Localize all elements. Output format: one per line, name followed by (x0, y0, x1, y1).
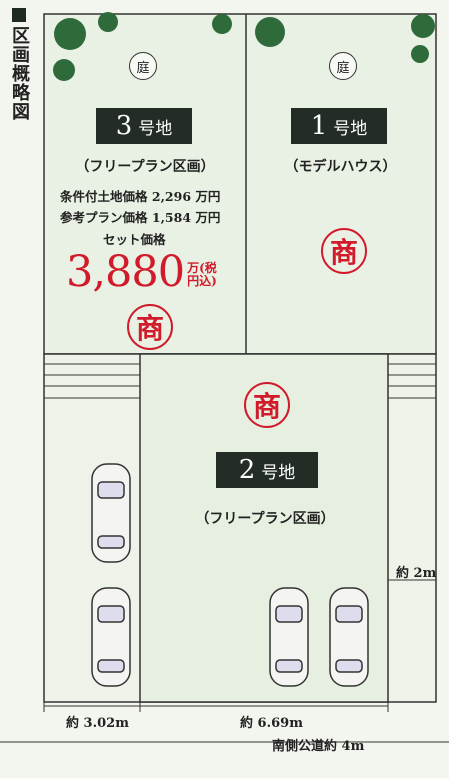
entry-steps-left (43, 353, 141, 399)
car-icon (91, 587, 131, 687)
lot-3-label: 3 号地 (96, 108, 192, 144)
stamp-icon: 商 (244, 382, 290, 428)
upper-lots-boundary (43, 13, 437, 355)
tree-icon (98, 12, 118, 32)
set-price: 3,880 万(税 円込) (66, 247, 217, 297)
tree-icon (53, 59, 75, 81)
set-price-label: セット価格 (103, 232, 166, 247)
lot-1-label: 1 号地 (291, 108, 387, 144)
garden-marker-lot1: 庭 (329, 52, 357, 80)
dimension-lines (43, 579, 436, 712)
tree-icon (54, 18, 86, 50)
tree-icon (212, 14, 232, 34)
title-square-icon (12, 8, 26, 22)
plan-price-line: 参考プラン価格 1,584 万円 (60, 210, 221, 225)
dimension-left-width: 約 3.02m (66, 716, 129, 731)
page-title: 区画概略図 (6, 8, 32, 121)
entry-steps-right (387, 353, 437, 399)
tree-icons (53, 12, 435, 81)
lot-2-label: 2 号地 (216, 452, 318, 488)
lot-2-subtitle: （フリープラン区画） (195, 511, 335, 527)
tree-icon (255, 17, 285, 47)
dimension-mid-width: 約 6.69m (240, 716, 303, 731)
garden-marker-lot3: 庭 (129, 52, 157, 80)
set-price-value: 3,880 (66, 247, 185, 297)
car-icon (269, 587, 309, 687)
tree-icon (411, 45, 429, 63)
stamp-icon: 商 (127, 304, 173, 350)
dimension-right-gap: 約 2m (396, 566, 437, 581)
car-icons (91, 463, 369, 687)
car-icon (329, 587, 369, 687)
land-price-line: 条件付土地価格 2,296 万円 (60, 189, 221, 204)
lot-1-subtitle: （モデルハウス） (284, 159, 397, 175)
stamp-icon: 商 (321, 228, 367, 274)
lot-3-subtitle: （フリープラン区画） (75, 159, 215, 175)
car-icon (91, 463, 131, 563)
road-width-label: 南側公道約 4m (272, 739, 365, 754)
set-price-unit: 万(税 円込) (187, 261, 217, 288)
tree-icon (411, 14, 435, 38)
